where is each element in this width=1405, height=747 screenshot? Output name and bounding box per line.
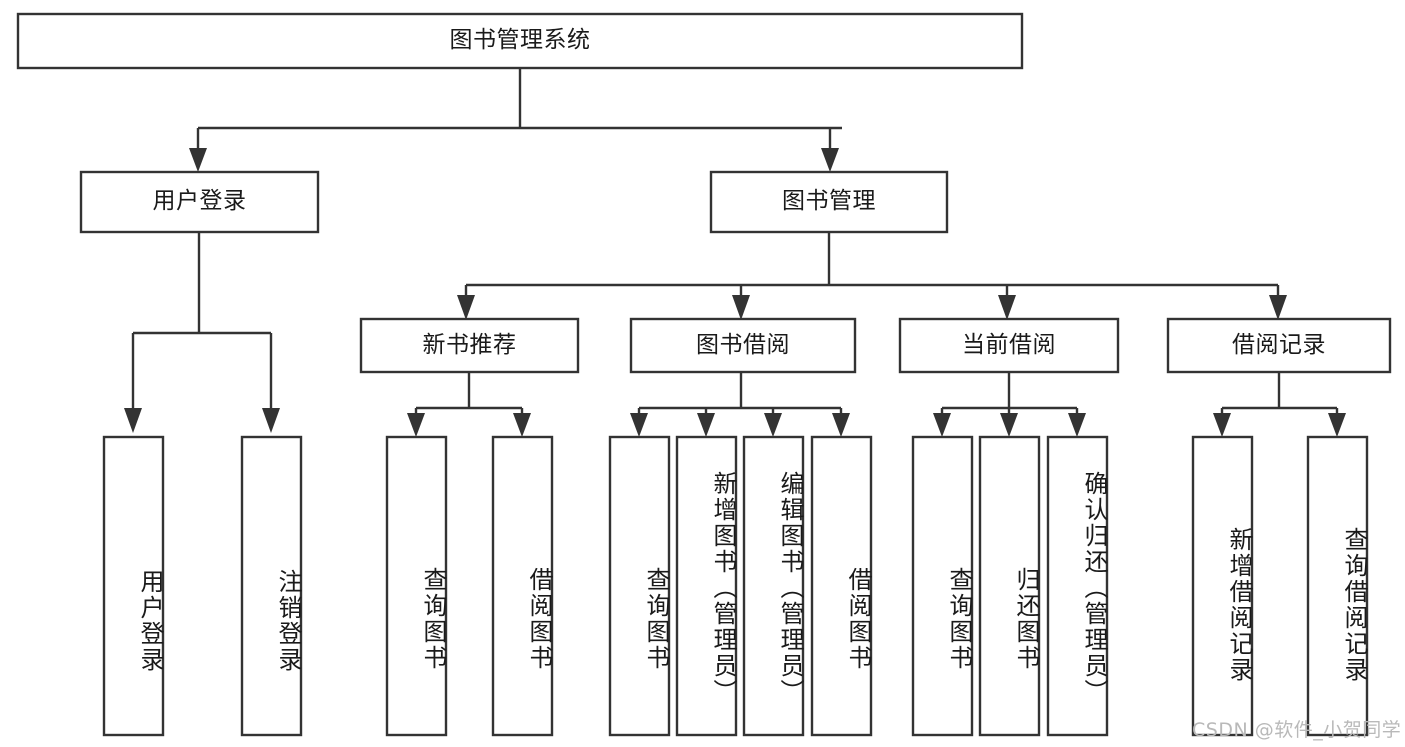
node-box-book-management[interactable] [709, 170, 949, 234]
node-box-leaf-query-record[interactable] [1306, 435, 1369, 737]
node-box-root[interactable] [16, 12, 1024, 70]
node-box-borrow-records[interactable] [1166, 317, 1392, 374]
node-box-leaf-user-login[interactable] [102, 435, 165, 737]
connector-newbook-to-leaves [407, 372, 531, 437]
connector-root-to-level2 [189, 68, 842, 172]
node-box-leaf-query-book-3[interactable] [911, 435, 974, 737]
node-box-leaf-confirm-return[interactable] [1046, 435, 1109, 737]
node-box-leaf-add-record[interactable] [1191, 435, 1254, 737]
node-box-leaf-query-book-2[interactable] [608, 435, 671, 737]
node-box-leaf-edit-book[interactable] [742, 435, 805, 737]
node-box-leaf-logout[interactable] [240, 435, 303, 737]
node-box-leaf-borrow-book-1[interactable] [491, 435, 554, 737]
connector-borrow-to-leaves [630, 372, 850, 437]
node-box-current-borrow[interactable] [898, 317, 1120, 374]
node-box-new-book-recommend[interactable] [359, 317, 580, 374]
node-box-leaf-add-book[interactable] [675, 435, 738, 737]
node-box-leaf-query-book-1[interactable] [385, 435, 448, 737]
node-box-leaf-return-book[interactable] [978, 435, 1041, 737]
connector-userlogin-to-leaves [124, 232, 280, 433]
node-box-user-login[interactable] [79, 170, 320, 234]
connector-bookmgmt-to-level3 [457, 232, 1287, 320]
node-box-leaf-borrow-book-2[interactable] [810, 435, 873, 737]
node-box-book-borrow[interactable] [629, 317, 857, 374]
connector-current-to-leaves [933, 372, 1086, 437]
connector-records-to-leaves [1213, 372, 1346, 437]
